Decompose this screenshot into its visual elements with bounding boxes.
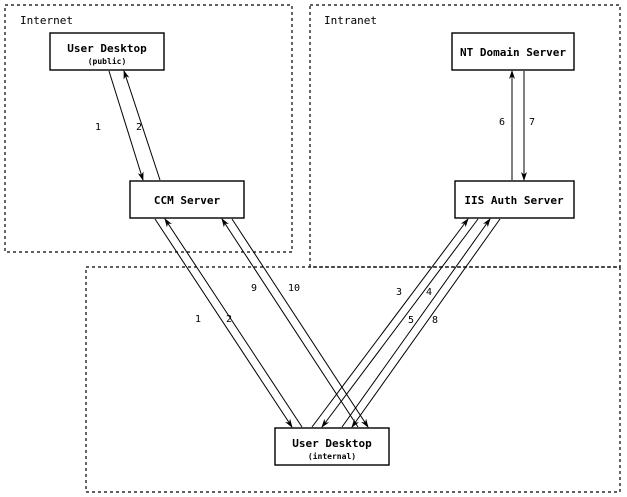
zone-intranet-label: Intranet <box>324 14 377 27</box>
step-label-1-internal: 1 <box>195 314 201 325</box>
flow-2-public-line <box>123 70 161 181</box>
step-label-2-internal: 2 <box>226 314 232 325</box>
node-nt-domain-server[interactable]: NT Domain Server <box>451 32 575 71</box>
step-label-4: 4 <box>426 287 432 298</box>
flow-9-line <box>221 218 359 428</box>
node-user-desktop-public-label: User Desktop <box>67 42 147 55</box>
step-label-8: 8 <box>432 315 438 326</box>
flow-1-public-line <box>108 70 144 181</box>
step-label-7: 7 <box>529 117 535 128</box>
flow-connectors <box>108 70 527 428</box>
step-label-1-public: 1 <box>95 122 101 133</box>
zone-internet-label: Internet <box>20 14 73 27</box>
flow-2-internal-line <box>164 218 303 428</box>
node-user-desktop-internal-box[interactable] <box>274 427 390 466</box>
node-user-desktop-internal-sublabel: (internal) <box>308 451 356 461</box>
step-label-6: 6 <box>499 117 505 128</box>
node-user-desktop-internal[interactable]: User Desktop (internal) <box>274 427 390 466</box>
node-nt-domain-server-box[interactable] <box>451 32 575 71</box>
step-number-labels: 1 2 6 7 9 10 1 2 3 4 5 8 <box>95 117 535 326</box>
flow-5-line <box>341 218 491 428</box>
step-label-9: 9 <box>251 283 257 294</box>
node-ccm-server-label: CCM Server <box>154 194 221 207</box>
step-label-3: 3 <box>396 287 402 298</box>
node-iis-auth-server[interactable]: IIS Auth Server <box>454 180 575 219</box>
node-nt-domain-server-label: NT Domain Server <box>460 46 566 59</box>
flow-4-line <box>321 218 479 428</box>
flow-1-internal-line <box>154 218 293 428</box>
step-label-2-public: 2 <box>136 122 142 133</box>
node-user-desktop-public[interactable]: User Desktop (public) <box>49 32 165 71</box>
flow-3-line <box>311 218 469 428</box>
zone-boundaries <box>4 4 621 493</box>
step-label-5: 5 <box>408 315 414 326</box>
flow-10-line <box>231 218 369 428</box>
flow-8-line <box>351 218 501 428</box>
step-label-10: 10 <box>288 283 300 294</box>
node-user-desktop-public-sublabel: (public) <box>88 56 127 66</box>
zone-internal-boundary <box>85 266 621 493</box>
node-iis-auth-server-box[interactable] <box>454 180 575 219</box>
node-user-desktop-internal-label: User Desktop <box>292 437 372 450</box>
node-ccm-server-box[interactable] <box>129 180 245 219</box>
node-user-desktop-public-box[interactable] <box>49 32 165 71</box>
zone-internet-boundary <box>4 4 293 253</box>
node-iis-auth-server-label: IIS Auth Server <box>464 194 564 207</box>
node-ccm-server[interactable]: CCM Server <box>129 180 245 219</box>
